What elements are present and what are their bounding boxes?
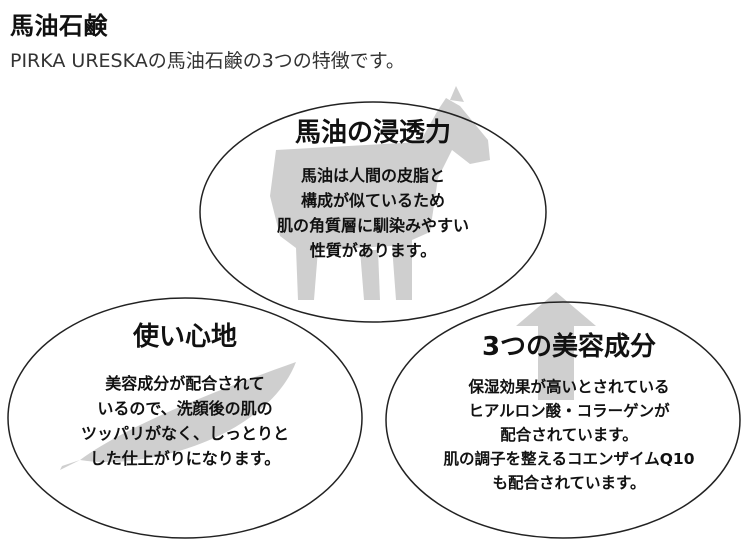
feature-line: 美容成分が配合されて [105, 374, 265, 393]
feather-icon [60, 362, 296, 470]
feature-penetration: 馬油の浸透力 馬油は人間の皮脂と 構成が似ているため 肌の角質層に馴染みやすい … [200, 112, 546, 263]
feature-line: 馬油は人間の皮脂と [300, 166, 445, 185]
feature-heading: 馬油の浸透力 [294, 118, 451, 148]
up-arrow-icon [516, 292, 596, 400]
feature-line: 肌の角質層に馴染みやすい [276, 216, 469, 235]
feature-line: 構成が似ているため [300, 191, 445, 210]
feature-line: した仕上がりになります。 [89, 449, 281, 468]
feature-ellipse-1 [199, 101, 547, 323]
feature-heading: 使い心地 [132, 322, 237, 352]
feature-line: ヒアルロン酸・コラーゲンが [468, 402, 670, 420]
feature-description: 馬油は人間の皮脂と 構成が似ているため 肌の角質層に馴染みやすい 性質があります… [200, 163, 546, 263]
feature-line: 性質があります。 [309, 241, 437, 260]
feature-line: も配合されています。 [492, 474, 646, 492]
page-subtitle: PIRKA URESKAの馬油石鹸の3つの特徴です。 [10, 50, 405, 72]
feature-line: いるので、洗顔後の肌の [97, 399, 273, 418]
feature-heading: 3つの美容成分 [481, 332, 657, 362]
feature-line: 保湿効果が高いとされている [468, 378, 670, 396]
horse-icon [270, 86, 490, 300]
feature-line: ツッパリがなく、しっとりと [80, 424, 289, 443]
page-title: 馬油石鹸 [10, 12, 108, 40]
feature-usability: 使い心地 美容成分が配合されて いるので、洗顔後の肌の ツッパリがなく、しっとり… [40, 316, 330, 471]
feature-beauty-ingredients: 3つの美容成分 保湿効果が高いとされている ヒアルロン酸・コラーゲンが 配合され… [400, 326, 738, 495]
feature-ellipse-3 [385, 301, 741, 539]
feature-line: 配合されています。 [500, 426, 638, 444]
feature-ellipse-2 [7, 297, 363, 539]
feature-description: 美容成分が配合されて いるので、洗顔後の肌の ツッパリがなく、しっとりと した仕… [40, 371, 330, 471]
feature-description: 保湿効果が高いとされている ヒアルロン酸・コラーゲンが 配合されています。 肌の… [400, 375, 738, 495]
feature-line: 肌の調子を整えるコエンザイムQ10 [443, 450, 695, 468]
